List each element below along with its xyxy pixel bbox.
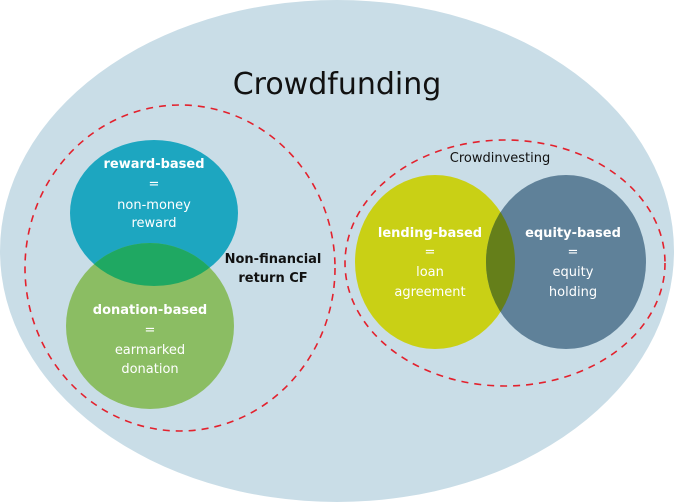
donation-based-circle bbox=[66, 243, 234, 409]
reward-based-equals: = bbox=[149, 177, 160, 192]
non-financial-label-2: return CF bbox=[238, 271, 307, 286]
reward-based-desc-1: non-money bbox=[117, 198, 191, 213]
equity-based-desc-1: equity bbox=[553, 265, 594, 280]
lending-based-equals: = bbox=[425, 245, 436, 260]
lending-based-desc-2: agreement bbox=[394, 285, 465, 300]
non-financial-label-1: Non-financial bbox=[225, 252, 322, 267]
reward-based-circle bbox=[70, 140, 238, 286]
diagram-title: Crowdfunding bbox=[233, 67, 442, 102]
reward-based-desc-2: reward bbox=[131, 216, 176, 231]
donation-based-desc-2: donation bbox=[121, 362, 178, 377]
equity-based-label: equity-based bbox=[525, 226, 621, 241]
donation-based-label: donation-based bbox=[93, 303, 207, 318]
lending-based-label: lending-based bbox=[378, 226, 482, 241]
equity-based-circle bbox=[486, 175, 646, 349]
crowdinvesting-group-outline bbox=[344, 139, 666, 387]
equity-based-equals: = bbox=[568, 245, 579, 260]
reward-based-label: reward-based bbox=[103, 157, 204, 172]
lending-based-desc-1: loan bbox=[416, 265, 444, 280]
equity-based-desc-2: holding bbox=[549, 285, 597, 300]
donation-based-equals: = bbox=[145, 323, 156, 338]
lending-based-circle bbox=[355, 175, 515, 349]
non-financial-group-outline bbox=[24, 104, 336, 432]
donation-based-desc-1: earmarked bbox=[115, 343, 185, 358]
crowdinvesting-label: Crowdinvesting bbox=[450, 151, 551, 166]
